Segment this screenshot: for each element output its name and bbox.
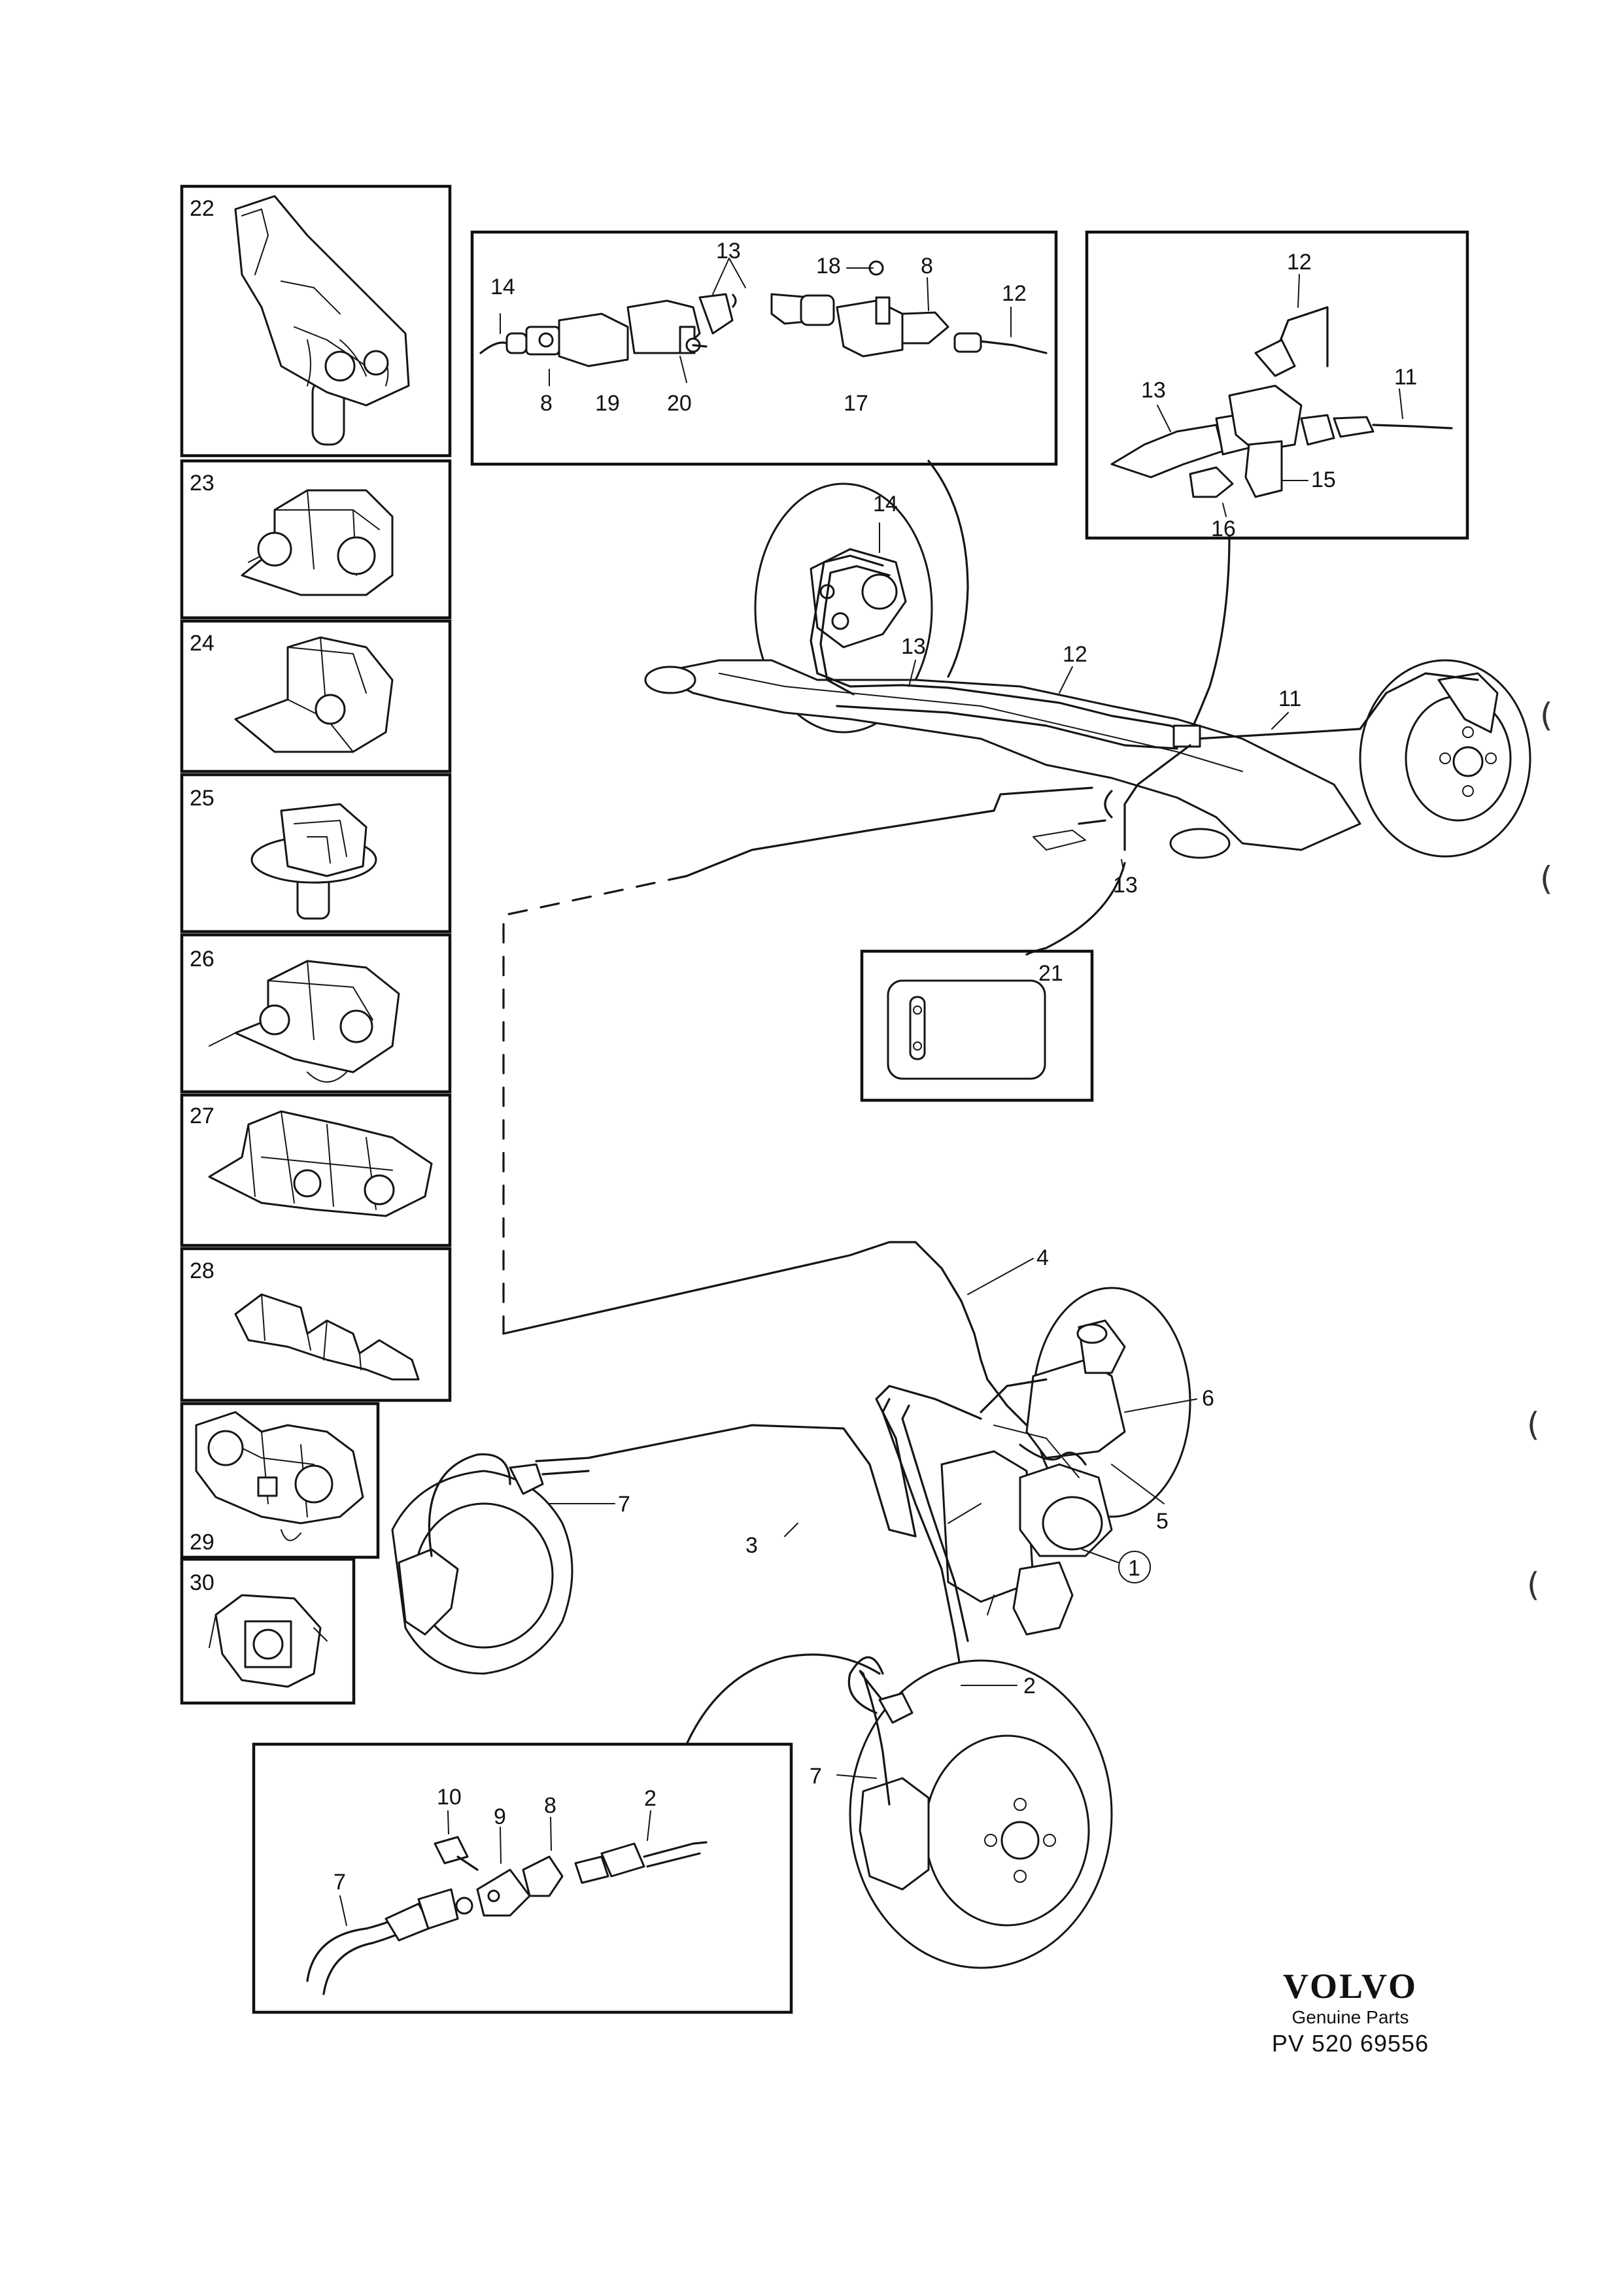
margin-mark: ( [1540, 696, 1553, 734]
callout-number: 17 [844, 391, 868, 416]
callout-number: 14 [490, 275, 515, 299]
detail-box-front-hose: 10 9 8 2 7 [252, 1742, 793, 2014]
callout-number: 7 [810, 1764, 822, 1789]
detail-box-junction: 12 11 13 15 16 [1085, 230, 1469, 541]
callout-number: 12 [1002, 281, 1027, 306]
part-number: PV 520 69556 [1271, 2030, 1429, 2057]
clip-box-26: 26 [180, 933, 452, 1094]
callout-number: 26 [190, 947, 214, 971]
callout-number: 28 [190, 1258, 214, 1283]
shim-plate-icon [887, 979, 1046, 1080]
master-cylinder-assembly [940, 1287, 1191, 1636]
leader-top-detail [927, 460, 969, 678]
callout-number: 23 [190, 471, 214, 496]
clip-box-29: 29 [180, 1402, 380, 1559]
clip-29-icon [195, 1411, 364, 1542]
margin-mark: ( [1540, 860, 1553, 898]
callout-number: 27 [190, 1104, 214, 1128]
dashed-brake-line [502, 875, 688, 1335]
callout-number: 7 [618, 1492, 630, 1517]
callout-number: 14 [873, 492, 898, 516]
clip-28-icon [234, 1293, 420, 1381]
clip-box-23: 23 [180, 459, 452, 620]
clip-30-icon [209, 1594, 328, 1688]
callout-number: 6 [1202, 1386, 1214, 1411]
rear-axle-assembly [644, 482, 1531, 877]
clip-box-22: 22 [180, 184, 452, 458]
clip-box-24: 24 [180, 619, 452, 773]
callout-number: 11 [1278, 686, 1301, 711]
front-right-brake [847, 1656, 1113, 1969]
clip-27-icon [208, 1110, 433, 1217]
callout-number: 13 [901, 634, 926, 659]
callout-number: 12 [1063, 642, 1087, 667]
front-hose-drawing [306, 1836, 708, 1995]
clip-22-icon [234, 195, 410, 446]
clip-box-28: 28 [180, 1247, 452, 1402]
volvo-logo: VOLVO [1283, 1967, 1418, 2006]
callout-number: 18 [816, 254, 841, 279]
callout-number: 19 [595, 391, 620, 416]
callout-number: 20 [667, 391, 692, 416]
junction-drawing [1110, 306, 1453, 498]
callout-number: 22 [190, 196, 214, 221]
line-3 [535, 1385, 982, 1538]
callout-number: 2 [1023, 1674, 1036, 1698]
callout-number: 10 [437, 1785, 462, 1810]
callout-number: 21 [1038, 961, 1063, 986]
callout-number: 8 [540, 391, 553, 416]
callout-number: 13 [1141, 378, 1166, 403]
clip-23-icon [241, 489, 394, 596]
callout-number: 15 [1311, 467, 1336, 492]
callout-number: 1 [1128, 1556, 1140, 1581]
clip-25-icon [250, 803, 377, 920]
clip-26-icon [209, 960, 400, 1083]
callout-number: 2 [644, 1786, 657, 1811]
callout-number: 8 [921, 254, 933, 279]
callout-number: 7 [333, 1870, 346, 1895]
brand-block: VOLVO Genuine Parts PV 520 69556 [1246, 1967, 1455, 2058]
callout-number: 13 [716, 239, 741, 263]
callout-number: 29 [190, 1530, 214, 1555]
clip-box-25: 25 [180, 773, 452, 934]
leader-junction-detail [1189, 535, 1231, 734]
callout-number: 11 [1394, 365, 1417, 390]
margin-mark: ( [1527, 1566, 1540, 1604]
line-4 [502, 1241, 989, 1381]
callout-number: 3 [745, 1533, 758, 1558]
callout-number: 5 [1156, 1509, 1169, 1534]
brand-subtitle: Genuine Parts [1291, 2007, 1409, 2027]
callout-number: 12 [1287, 250, 1312, 275]
callout-number: 16 [1211, 516, 1236, 541]
rear-hose-assembly-drawing [479, 260, 1048, 367]
callout-number: 25 [190, 786, 214, 811]
leader-bottom-detail [685, 1653, 881, 1746]
callout-number: 8 [544, 1793, 556, 1818]
callout-number: 13 [1113, 873, 1138, 898]
leader-box-21 [1025, 862, 1126, 956]
callout-number: 4 [1036, 1245, 1049, 1270]
detail-box-21: 21 [860, 949, 1094, 1102]
margin-mark: ( [1527, 1406, 1540, 1443]
callout-number: 30 [190, 1570, 214, 1595]
clip-24-icon [234, 636, 394, 753]
callout-number: 24 [190, 631, 214, 656]
clip-box-27: 27 [180, 1093, 452, 1247]
detail-box-rear-hose: 14 13 18 8 12 8 19 20 17 [470, 230, 1058, 466]
callout-number: 9 [494, 1804, 506, 1829]
front-left-brake [391, 1453, 590, 1675]
clip-box-30: 30 [180, 1557, 356, 1705]
